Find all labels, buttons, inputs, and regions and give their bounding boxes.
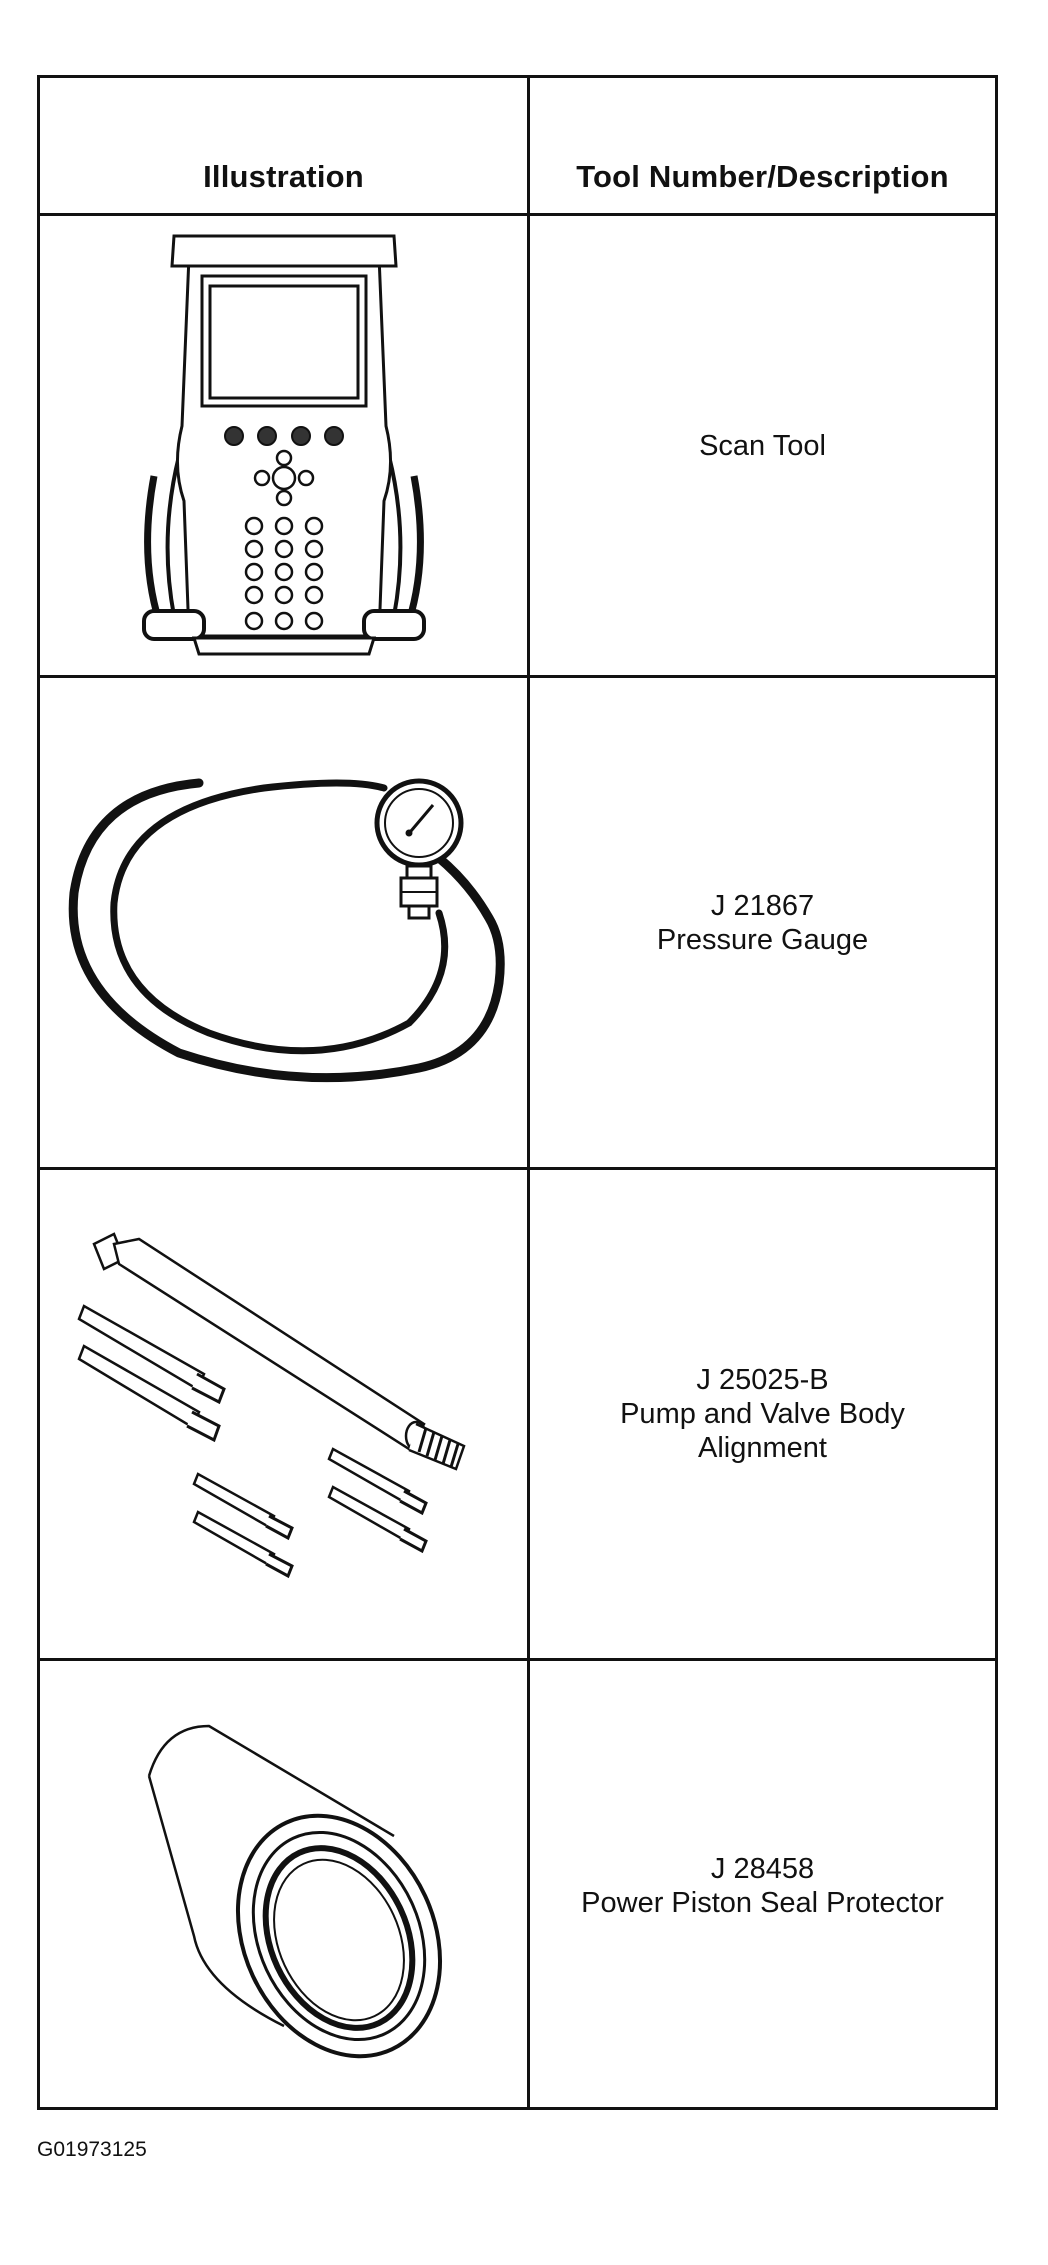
tool-number: J 21867 xyxy=(710,889,815,922)
table-row-1-illustration xyxy=(40,216,527,675)
seal-protector-icon xyxy=(147,1724,442,2058)
tool-description: Pressure Gauge xyxy=(656,923,869,956)
table-row-2-illustration xyxy=(40,678,527,1167)
table-row-4-illustration xyxy=(40,1661,527,2110)
header-divider xyxy=(40,213,995,216)
alignment-pins-icon xyxy=(76,1232,466,1579)
tool-description: Power Piston Seal Protector xyxy=(581,1886,944,1919)
table-row-2-description: J 21867 Pressure Gauge xyxy=(530,678,995,1167)
row-divider xyxy=(40,675,995,678)
table-row-3-description: J 25025-B Pump and Valve Body Alignment xyxy=(530,1170,995,1658)
table-row-3-illustration xyxy=(40,1170,527,1658)
table-row-1-description: Scan Tool xyxy=(530,216,995,675)
tool-table: Illustration Tool Number/Description xyxy=(37,75,998,2110)
header-illustration: Illustration xyxy=(203,159,364,194)
pressure-gauge-icon xyxy=(68,778,505,1082)
row-divider xyxy=(40,1167,995,1170)
header-tool-description: Tool Number/Description xyxy=(576,159,949,194)
table-row-4-description: J 28458 Power Piston Seal Protector xyxy=(530,1661,995,2110)
scan-tool-icon xyxy=(141,234,426,655)
tool-description: Scan Tool xyxy=(699,429,826,462)
tool-number: J 25025-B xyxy=(696,1364,829,1396)
column-divider xyxy=(527,78,530,2107)
tool-description: Pump and Valve Body Alignment xyxy=(620,1398,905,1464)
figure-id: G01973125 xyxy=(37,2138,147,2161)
tool-number: J 28458 xyxy=(710,1852,815,1885)
row-divider xyxy=(40,1658,995,1661)
